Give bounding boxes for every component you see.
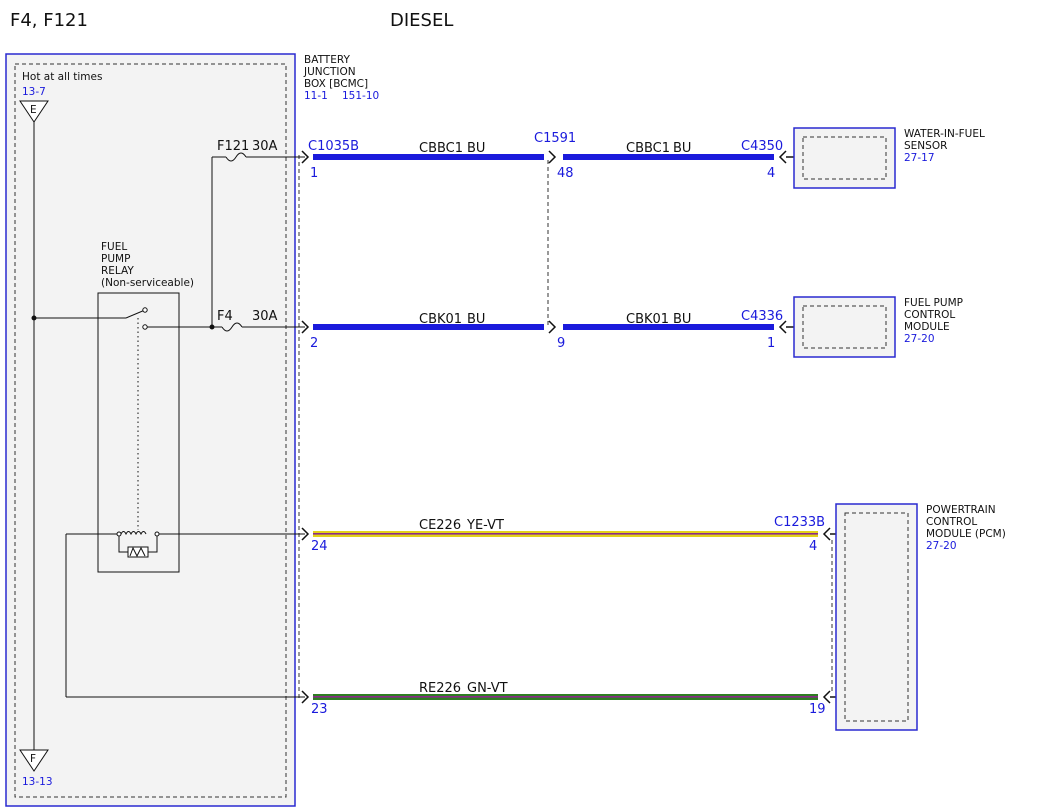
pin-pcm-19: 19 [809, 702, 826, 717]
wire-cbbc1-color: BU [467, 141, 485, 156]
wif-sensor-label: WATER-IN-FUEL SENSOR 27-17 [904, 128, 985, 164]
svg-text:JUNCTION: JUNCTION [303, 66, 356, 78]
pcm-ref-link[interactable]: 27-20 [926, 540, 957, 552]
pin-bjb-23: 23 [311, 702, 328, 717]
wire-re226-circuit: RE226 [419, 681, 461, 696]
bjb-ref-link-1[interactable]: 11-1 [304, 90, 328, 102]
svg-text:(Non-serviceable): (Non-serviceable) [101, 277, 194, 289]
pcm-label: POWERTRAIN CONTROL MODULE (PCM) 27-20 [926, 504, 1006, 552]
pin-inline-48: 48 [557, 166, 574, 181]
bjb-internal-dashed [14, 63, 287, 798]
wire-cbk01 [313, 324, 774, 330]
wire-cbk01-circuit-2: CBK01 [626, 312, 669, 327]
pin-inline-9: 9 [557, 336, 565, 351]
svg-text:PUMP: PUMP [101, 253, 130, 265]
fpcm-box [793, 296, 896, 358]
pin-fpcm-1: 1 [767, 336, 775, 351]
svg-text:CONTROL: CONTROL [926, 516, 977, 528]
power-bus-bottom-triangle [19, 749, 49, 772]
wif-sensor-box [793, 127, 896, 189]
pin-bjb-2: 2 [310, 336, 318, 351]
pin-pcm-4: 4 [809, 539, 817, 554]
wif-ref-link[interactable]: 27-17 [904, 152, 935, 164]
component-connector-pins [778, 150, 836, 704]
svg-text:CONTROL: CONTROL [904, 309, 955, 321]
wire-cbbc1 [313, 154, 774, 160]
bjb-connector-pins [301, 150, 310, 704]
svg-text:FUEL PUMP: FUEL PUMP [904, 297, 963, 309]
svg-text:WATER-IN-FUEL: WATER-IN-FUEL [904, 128, 985, 140]
fuse-f4-name: F4 [217, 309, 233, 324]
svg-text:SENSOR: SENSOR [904, 140, 947, 152]
wire-ce226-color: YE-VT [466, 518, 504, 533]
power-bottom-letter: F [30, 753, 36, 765]
power-top-ref-link[interactable]: 13-7 [22, 86, 46, 98]
relay-switch [31, 307, 148, 530]
power-label: Hot at all times [22, 71, 102, 83]
fuse-f121-name: F121 [217, 139, 249, 154]
fuse-f121 [211, 152, 305, 327]
svg-text:POWERTRAIN: POWERTRAIN [926, 504, 996, 516]
relay-label: FUEL PUMP RELAY (Non-serviceable) [101, 241, 194, 289]
pcm-inner [844, 512, 909, 722]
wire-cbbc1-color-2: BU [673, 141, 691, 156]
bjb-connector-id: C1035B [308, 139, 359, 154]
inline-connector-id: C1591 [534, 131, 576, 146]
svg-text:BOX [BCMC]: BOX [BCMC] [304, 78, 368, 90]
inline-connector-pins [548, 150, 557, 334]
pcm-box [835, 503, 918, 731]
wire-re226-color: GN-VT [467, 681, 508, 696]
wire-ce226-circuit: CE226 [419, 518, 461, 533]
fuse-f121-rating: 30A [252, 139, 278, 154]
wire-re226 [313, 694, 818, 700]
wif-connector-id: C4350 [741, 139, 783, 154]
engine-variant-title: DIESEL [390, 10, 453, 31]
power-bottom-ref-link[interactable]: 13-13 [22, 776, 53, 788]
diagram-title: F4, F121 [10, 10, 88, 31]
power-bus-top-triangle [19, 100, 49, 123]
svg-text:RELAY: RELAY [101, 265, 134, 277]
fpcm-label: FUEL PUMP CONTROL MODULE 27-20 [904, 297, 963, 345]
pin-bjb-24: 24 [311, 539, 328, 554]
wire-cbk01-circuit: CBK01 [419, 312, 462, 327]
fuse-f4-rating: 30A [252, 309, 278, 324]
svg-text:MODULE (PCM): MODULE (PCM) [926, 528, 1006, 540]
wire-cbk01-color-2: BU [673, 312, 691, 327]
pcm-connector-id: C1233B [774, 515, 825, 530]
fpcm-ref-link[interactable]: 27-20 [904, 333, 935, 345]
power-top-letter: E [30, 104, 37, 116]
pin-bjb-1: 1 [310, 166, 318, 181]
wire-cbbc1-circuit-2: CBBC1 [626, 141, 670, 156]
relay-box [97, 292, 180, 573]
fpcm-connector-id: C4336 [741, 309, 783, 324]
fuse-f4 [147, 322, 305, 332]
bjb-ref-link-2[interactable]: 151-10 [342, 90, 379, 102]
svg-text:FUEL: FUEL [101, 241, 127, 253]
wire-cbk01-color: BU [467, 312, 485, 327]
wire-cbbc1-circuit: CBBC1 [419, 141, 463, 156]
svg-text:MODULE: MODULE [904, 321, 950, 333]
wire-ce226 [313, 531, 818, 537]
svg-text:BATTERY: BATTERY [304, 54, 350, 66]
relay-coil [65, 531, 305, 698]
bjb-label: BATTERY JUNCTION BOX [BCMC] 11-1 151-10 [303, 54, 379, 102]
pin-wif-4: 4 [767, 166, 775, 181]
